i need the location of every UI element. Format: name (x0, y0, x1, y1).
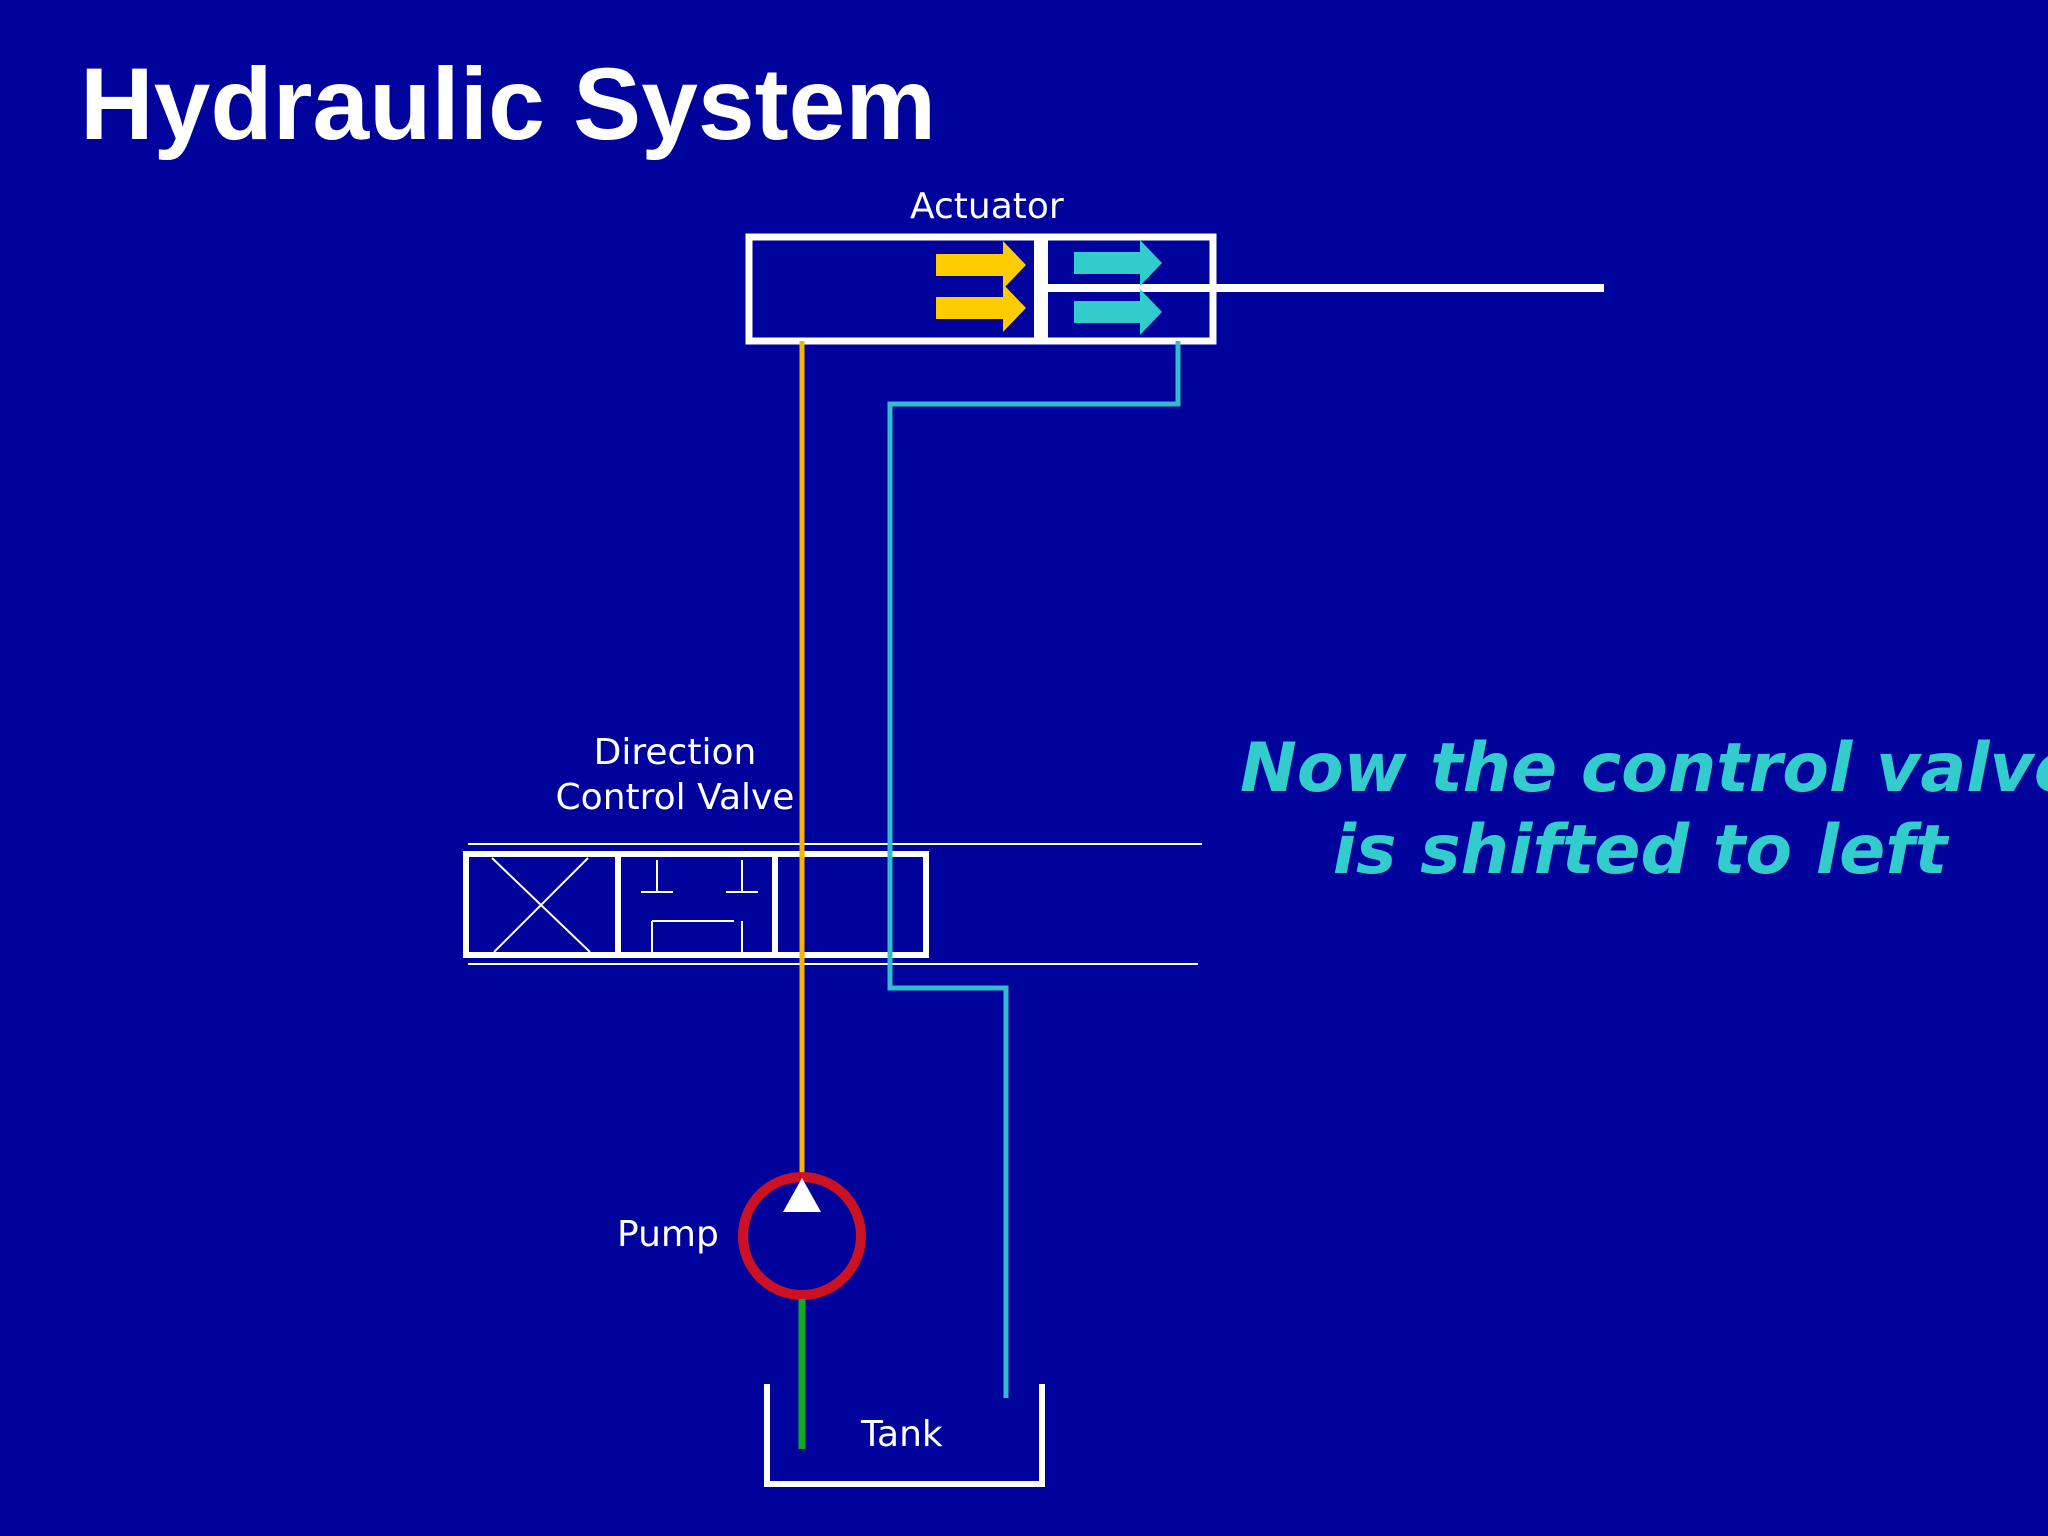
pump-direction-icon (783, 1178, 821, 1212)
slide-title: Hydraulic System (80, 47, 937, 161)
valve-state-note: Now the control valve is shifted to left (1240, 728, 2048, 892)
return-line (887, 341, 1181, 1398)
return-arrow-icon (1074, 240, 1162, 286)
valve-envelope-parallel (772, 851, 929, 958)
return-arrow-icon (1074, 289, 1162, 335)
tank-label: Tank (861, 1414, 943, 1455)
valve-cross-path (493, 857, 589, 953)
actuator-label: Actuator (910, 186, 1064, 227)
note-line-1: Now the control valve (1240, 729, 2048, 808)
note-line-2: is shifted to left (1332, 811, 1948, 890)
tank (764, 1384, 1045, 1487)
pressure-arrow-icon (936, 284, 1026, 332)
valve-label: Direction Control Valve (520, 730, 830, 820)
valve-label-line-1: Direction (593, 732, 757, 773)
actuator-piston (1034, 237, 1048, 341)
valve-envelope-center (615, 851, 778, 958)
pump-label: Pump (617, 1214, 719, 1255)
pressure-arrow-icon (936, 241, 1026, 289)
pump-ring (738, 1172, 866, 1300)
valve-label-line-2: Control Valve (555, 777, 795, 818)
